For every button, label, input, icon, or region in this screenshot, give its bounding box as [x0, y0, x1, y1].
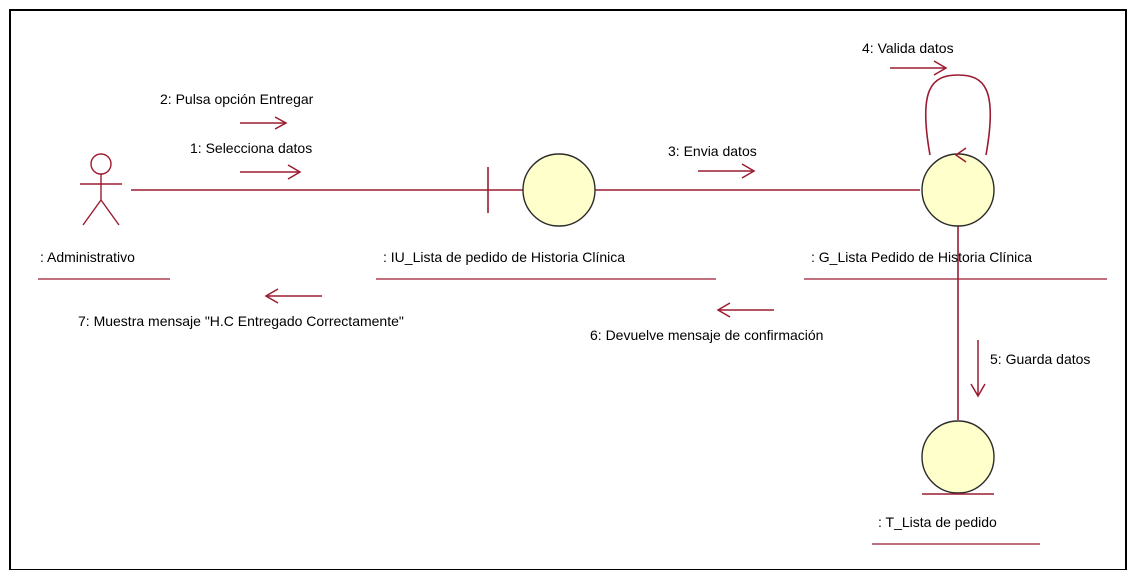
control-arrowhead	[954, 147, 967, 163]
boundary-circle	[522, 153, 596, 227]
message-label-6: 6: Devuelve mensaje de confirmación	[590, 327, 823, 343]
actor-administrativo[interactable]	[80, 153, 122, 226]
self-link-control	[924, 74, 992, 156]
actor-right-leg	[100, 199, 120, 226]
actor-label: : Administrativo	[40, 249, 135, 265]
actor-head	[90, 153, 112, 175]
message-arrow-2	[240, 116, 288, 130]
message-arrow-5	[970, 340, 986, 398]
control-object[interactable]	[921, 147, 995, 227]
boundary-interface[interactable]	[487, 153, 596, 227]
entity-object[interactable]	[921, 420, 995, 495]
control-label: : G_Lista Pedido de Historia Clínica	[811, 249, 1032, 265]
entity-label: : T_Lista de pedido	[878, 514, 997, 530]
message-label-2: 2: Pulsa opción Entregar	[160, 91, 314, 107]
diagram-frame	[9, 9, 1127, 570]
message-arrow-1	[240, 164, 302, 180]
entity-circle	[921, 420, 995, 494]
message-arrow-7	[264, 288, 322, 304]
message-arrow-6	[716, 302, 774, 318]
actor-left-leg	[82, 199, 102, 226]
message-label-4: 4: Valida datos	[862, 40, 954, 56]
interface-label: : IU_Lista de pedido de Historia Clínica	[383, 249, 625, 265]
message-label-1: 1: Selecciona datos	[190, 140, 312, 156]
control-circle	[921, 153, 995, 227]
message-arrow-4	[890, 60, 948, 76]
message-label-3: 3: Envia datos	[668, 143, 757, 159]
message-label-7: 7: Muestra mensaje "H.C Entregado Correc…	[78, 313, 404, 329]
message-label-5: 5: Guarda datos	[990, 351, 1090, 367]
message-arrow-3	[698, 163, 756, 179]
